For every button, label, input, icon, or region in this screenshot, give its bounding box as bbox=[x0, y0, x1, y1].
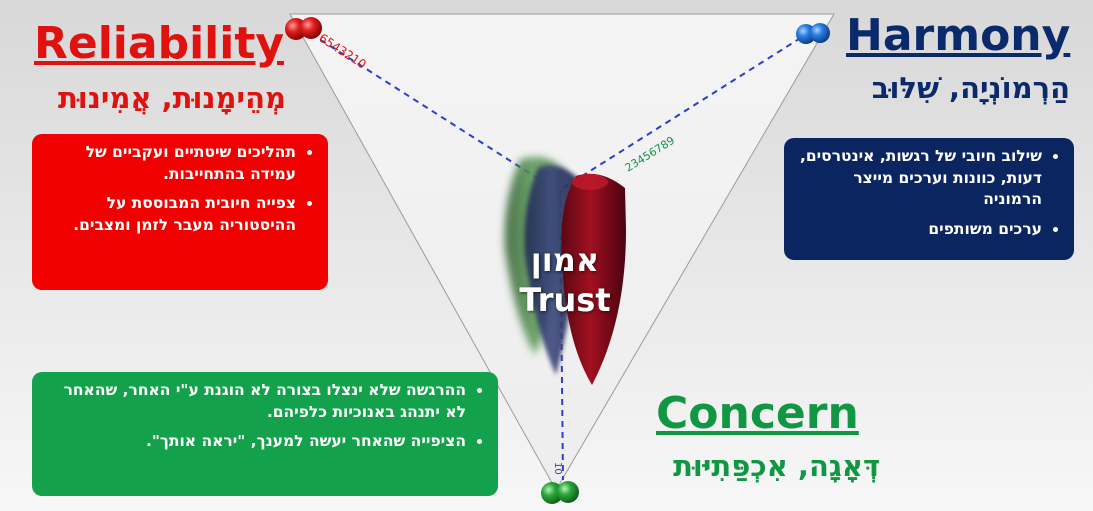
red-balls-icon bbox=[285, 17, 322, 40]
reliability-bullet: תהליכים שיטתיים ועקביים של עמידה בהתחייב… bbox=[42, 142, 296, 185]
reliability-title: Reliability bbox=[34, 18, 285, 69]
reliability-box: תהליכים שיטתיים ועקביים של עמידה בהתחייב… bbox=[32, 134, 328, 290]
harmony-subtitle: הַרְמוֹנְיָה, שִׁלּוּב bbox=[871, 71, 1070, 105]
harmony-bullet: ערכים משותפים bbox=[794, 219, 1042, 241]
concern-scale-end: 10 bbox=[552, 462, 563, 475]
reliability-bullet: צפייה חיובית המבוססת על ההיסטוריה מעבר ל… bbox=[42, 193, 296, 236]
green-balls-icon bbox=[541, 481, 579, 504]
harmony-box: שילוב חיובי של רגשות, אינטרסים, דעות, כו… bbox=[784, 138, 1074, 260]
concern-title: Concern bbox=[656, 388, 859, 439]
concern-bullet: ההרגשה שלא ינצלו בצורה לא הוגנת ע"י האחר… bbox=[42, 380, 466, 423]
center-label-hebrew: אמון bbox=[530, 241, 600, 279]
reliability-subtitle: מְהֵימָנוּת, אֲמִינוּת bbox=[58, 81, 286, 115]
blue-balls-icon bbox=[796, 23, 830, 44]
harmony-title: Harmony bbox=[846, 10, 1071, 61]
pendulum-icon bbox=[504, 30, 626, 385]
concern-subtitle: דְּאָגָה, אִכְפַּתִיּוּת bbox=[673, 449, 880, 483]
harmony-bullet: שילוב חיובי של רגשות, אינטרסים, דעות, כו… bbox=[794, 146, 1042, 211]
guide-line-harmony bbox=[559, 31, 811, 191]
center-label: אמון Trust bbox=[490, 240, 640, 320]
concern-bullet: הציפייה שהאחר יעשה למענך, "יראה אותך". bbox=[42, 431, 466, 453]
center-label-english: Trust bbox=[519, 281, 611, 319]
concern-box: ההרגשה שלא ינצלו בצורה לא הוגנת ע"י האחר… bbox=[32, 372, 498, 496]
